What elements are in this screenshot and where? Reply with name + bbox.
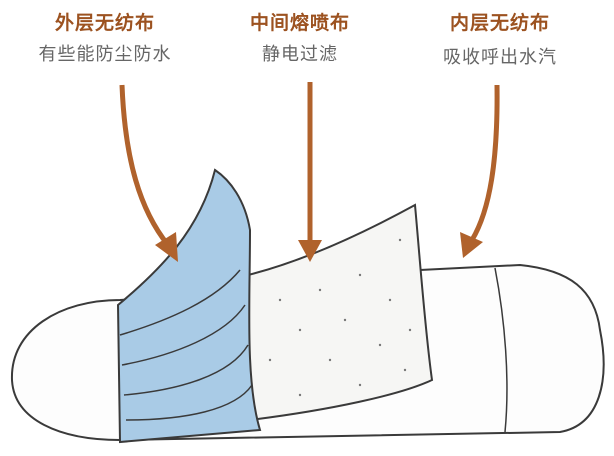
outer-layer-pleats [119, 269, 253, 421]
meltblown-texture [268, 238, 412, 397]
outer-layer [116, 168, 262, 444]
outer-layer-title: 外层无纺布 [54, 12, 155, 34]
arrowhead-middle [298, 240, 322, 262]
arrowhead-outer [155, 232, 178, 262]
inner-layer-description: 吸收呼出水汽 [443, 47, 557, 68]
inner-layer-seam [494, 267, 508, 433]
arrowhead-inner [460, 232, 483, 258]
outer-layer-description: 有些能防尘防水 [38, 44, 172, 65]
arrow-inner-layer [469, 84, 500, 242]
arrow-outer-layer [119, 84, 170, 247]
arrows [119, 82, 500, 262]
middle-layer [246, 203, 434, 422]
inner-layer-title: 内层无纺布 [449, 12, 550, 34]
middle-layer-title: 中间熔喷布 [249, 12, 350, 34]
middle-layer-description: 静电过滤 [262, 44, 338, 65]
